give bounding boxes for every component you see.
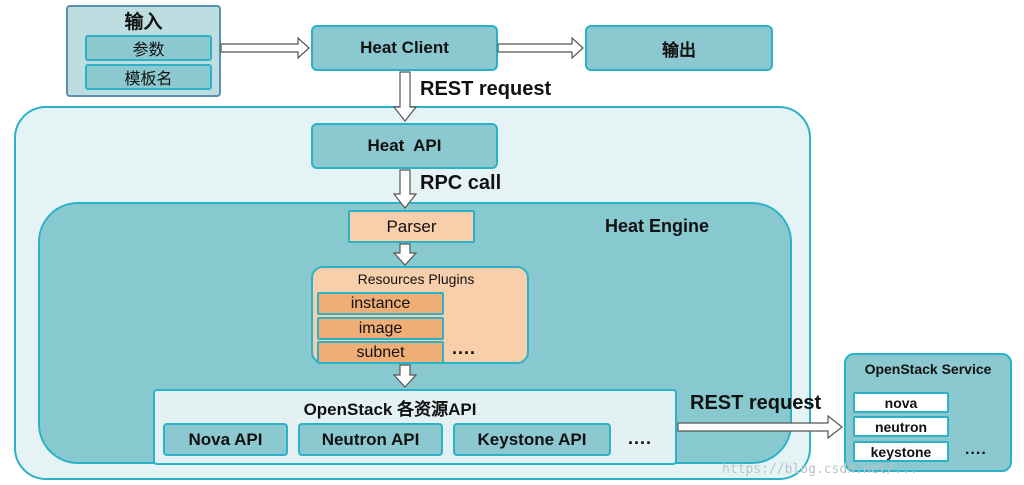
nova-api-box: Nova API [163, 423, 288, 456]
arrow-client-to-api [392, 71, 418, 122]
arrow-input-to-client [220, 36, 310, 60]
rpc-call-label: RPC call [420, 172, 502, 194]
arrow-client-to-output [497, 36, 584, 60]
input-item-params: 参数 [85, 35, 212, 61]
openstack-service-title: OpenStack Service [864, 361, 992, 377]
watermark: https://blog.csdn.net/... [722, 462, 918, 477]
plugin-instance: instance [317, 292, 444, 315]
service-neutron: neutron [853, 416, 949, 437]
openstack-api-title: OpenStack 各资源API [303, 399, 477, 419]
input-title: 输入 [124, 11, 163, 33]
parser-box: Parser [348, 210, 475, 243]
resources-plugins-title: Resources Plugins [357, 271, 475, 287]
arrow-api-to-service [677, 414, 843, 440]
plugin-subnet: subnet [317, 341, 444, 364]
service-ellipsis: .... [965, 441, 987, 458]
arrow-parser-to-plugins [392, 243, 418, 266]
heat-client-box: Heat Client [311, 25, 498, 71]
output-box: 输出 [585, 25, 773, 71]
service-keystone: keystone [853, 441, 949, 462]
heat-api-box: Heat API [311, 123, 498, 169]
openstack-api-ellipsis: .... [628, 428, 653, 448]
plugins-ellipsis: .... [452, 338, 477, 358]
arrow-plugins-to-api [392, 364, 418, 388]
plugin-image: image [317, 317, 444, 340]
rest-request-label-top: REST request [420, 78, 552, 100]
input-item-template-name: 模板名 [85, 64, 212, 90]
heat-engine-label: Heat Engine [605, 216, 710, 236]
keystone-api-box: Keystone API [453, 423, 611, 456]
arrow-api-to-parser [392, 169, 418, 209]
rest-request-label-right: REST request [690, 392, 822, 414]
neutron-api-box: Neutron API [298, 423, 443, 456]
service-nova: nova [853, 392, 949, 413]
